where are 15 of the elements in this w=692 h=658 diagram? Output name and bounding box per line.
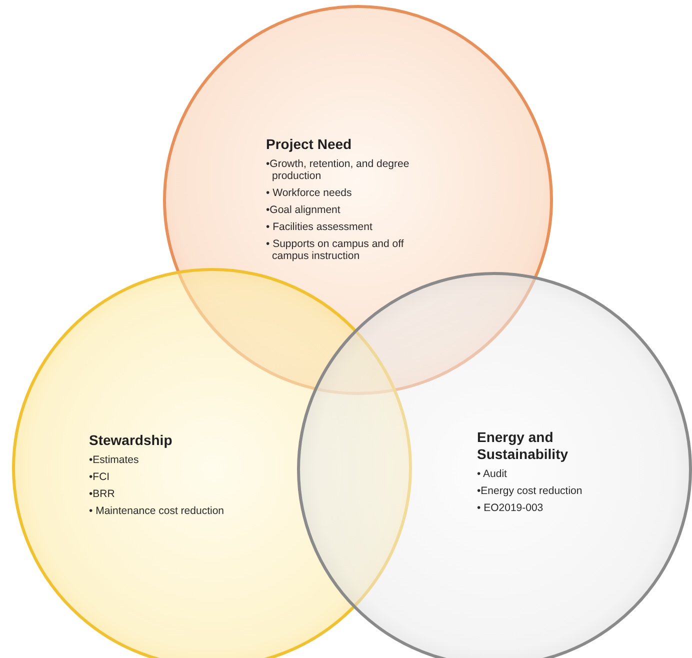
circle-heading: Energy and Sustainability — [477, 429, 570, 463]
bullet-item: • Maintenance cost reduction — [89, 505, 226, 517]
bullet-item: • EO2019-003 — [477, 502, 544, 514]
bullet-item: • Facilities assessment — [266, 221, 374, 233]
bullet-item: •Energy cost reduction — [477, 485, 584, 497]
bullet-item: • Audit — [477, 468, 508, 480]
bullet-item: •Goal alignment — [266, 204, 342, 216]
bullet-item: •Estimates — [89, 454, 140, 466]
bullet-item: •BRR — [89, 488, 116, 500]
bullet-item: •Growth, retention, and degree production — [266, 158, 410, 182]
circle-heading: Project Need — [266, 136, 353, 153]
circle-heading: Stewardship — [89, 432, 174, 449]
bullet-item: • Supports on campus and off campus instruction — [266, 238, 405, 262]
bullet-item: • Workforce needs — [266, 187, 353, 199]
bullet-item: •FCI — [89, 471, 111, 483]
